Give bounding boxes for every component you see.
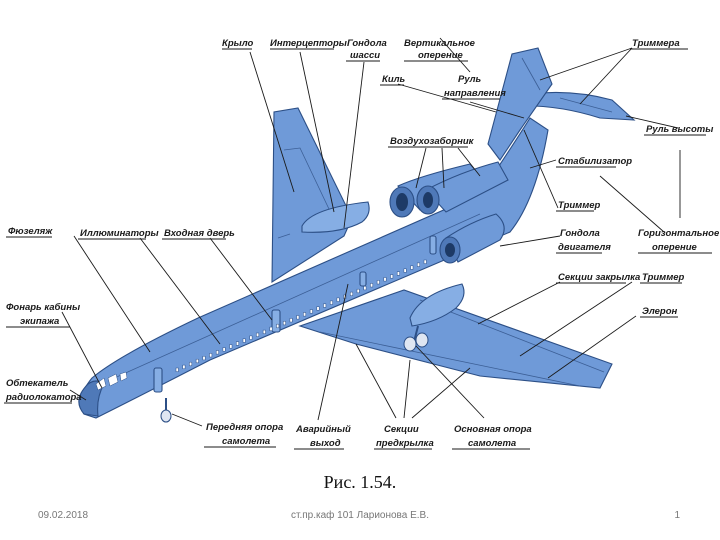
- porthole: [282, 321, 286, 326]
- label-elevator: Руль высоты: [646, 124, 713, 135]
- porthole: [403, 268, 407, 273]
- emergency-exit-shape: [359, 271, 367, 287]
- porthole: [376, 280, 380, 285]
- porthole: [370, 283, 374, 288]
- svg-text:самолета: самолета: [222, 436, 270, 447]
- labels: Крыло Интерцепторы Гондола шасси Вертика…: [4, 38, 720, 450]
- porthole: [215, 350, 219, 355]
- svg-text:направления: направления: [444, 88, 506, 99]
- porthole: [182, 364, 186, 369]
- label-portholes: Иллюминаторы: [80, 228, 159, 239]
- porthole: [336, 297, 340, 302]
- porthole: [269, 326, 273, 331]
- label-entry-door: Входная дверь: [164, 228, 235, 239]
- aircraft-diagram: Крыло Интерцепторы Гондола шасси Вертика…: [4, 37, 720, 450]
- nose-gear: [160, 398, 172, 423]
- footer-date: 09.02.2018: [38, 510, 89, 521]
- aircraft-illustration: [78, 47, 636, 423]
- label-trim-tabs-top: Триммера: [632, 38, 680, 49]
- porthole: [296, 315, 300, 320]
- porthole: [229, 344, 233, 349]
- label-canopy: Фонарь кабины: [6, 302, 80, 313]
- forward-door: [153, 367, 163, 393]
- footer-author: ст.пр.каф 101 Ларионова Е.В.: [291, 510, 429, 521]
- leader-lines: [61, 37, 681, 427]
- aft-door: [429, 235, 437, 255]
- label-fin: Киль: [382, 74, 406, 85]
- porthole: [256, 332, 260, 337]
- porthole: [289, 318, 293, 323]
- porthole: [396, 271, 400, 276]
- porthole: [390, 274, 394, 279]
- svg-text:оперение: оперение: [652, 242, 698, 253]
- porthole: [236, 341, 239, 346]
- svg-text:радиолокатора: радиолокатора: [5, 392, 82, 403]
- footer-page-number: 1: [674, 510, 680, 521]
- label-slat-sections: Секции: [384, 424, 419, 435]
- label-vertical-tail: Вертикальное: [404, 38, 476, 49]
- entry-door-shape: [271, 309, 281, 333]
- porthole: [350, 291, 353, 296]
- label-flap-sections: Секции закрылка: [558, 272, 640, 283]
- label-rudder: Руль: [458, 74, 482, 85]
- porthole: [356, 288, 360, 294]
- svg-text:экипажа: экипажа: [20, 316, 59, 327]
- porthole: [175, 367, 179, 372]
- figure-caption: Рис. 1.54.: [323, 472, 397, 492]
- porthole: [209, 353, 213, 358]
- label-gear-nacelle: Гондола: [347, 38, 387, 49]
- porthole: [276, 323, 280, 329]
- porthole: [195, 358, 199, 364]
- porthole: [242, 338, 246, 343]
- label-emergency-exit: Аварийный: [295, 424, 351, 435]
- label-aileron: Элерон: [642, 306, 678, 317]
- porthole: [189, 361, 193, 367]
- porthole: [303, 312, 307, 317]
- label-trim-tab-right: Триммер: [642, 272, 685, 283]
- porthole: [262, 329, 266, 334]
- porthole: [410, 265, 414, 270]
- svg-text:самолета: самолета: [468, 438, 516, 449]
- engine-nacelle-center: [425, 161, 509, 213]
- svg-text:предкрылка: предкрылка: [376, 438, 434, 449]
- upper-wing: [271, 107, 353, 284]
- porthole: [423, 259, 427, 264]
- label-nose-gear: Передняя опора: [206, 422, 283, 433]
- label-stabilizer: Стабилизатор: [558, 156, 632, 167]
- label-wing: Крыло: [222, 38, 254, 49]
- porthole: [417, 262, 420, 267]
- label-radome: Обтекатель: [6, 378, 69, 389]
- main-gear: [403, 325, 429, 352]
- porthole: [383, 277, 387, 282]
- label-horizontal-tail: Горизонтальное: [638, 228, 720, 239]
- porthole: [329, 300, 333, 305]
- porthole: [309, 309, 313, 314]
- porthole-row: [175, 259, 427, 372]
- vertical-fin: [487, 47, 553, 161]
- fuselage: [79, 117, 549, 419]
- label-spoilers: Интерцепторы: [270, 38, 347, 49]
- svg-text:оперение: оперение: [418, 50, 464, 61]
- porthole: [249, 335, 253, 340]
- porthole: [202, 356, 206, 361]
- svg-text:выход: выход: [310, 438, 341, 449]
- porthole: [316, 306, 320, 311]
- label-air-intake: Воздухозаборник: [390, 136, 475, 147]
- gear-nacelle-fairing: [301, 201, 370, 233]
- label-fuselage: Фюзеляж: [8, 226, 53, 237]
- porthole: [222, 347, 226, 352]
- porthole: [323, 303, 327, 308]
- svg-text:шасси: шасси: [350, 50, 380, 61]
- label-engine-nacelle: Гондола: [560, 228, 600, 239]
- porthole: [363, 286, 367, 291]
- label-main-gear: Основная опора: [454, 424, 532, 435]
- main-gear-fairing: [409, 283, 465, 327]
- svg-text:двигателя: двигателя: [558, 242, 611, 253]
- label-trim-tab-mid: Триммер: [558, 200, 601, 211]
